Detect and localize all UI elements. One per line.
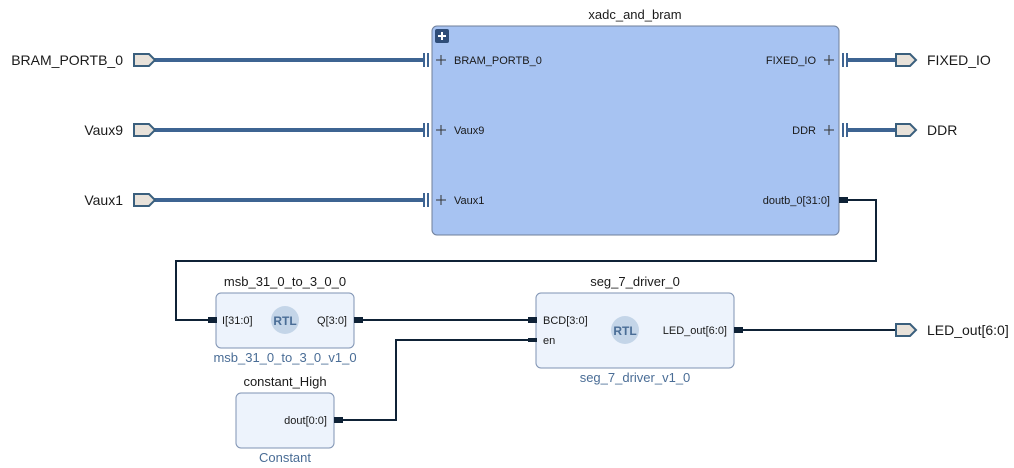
pin-label: Vaux1 xyxy=(454,195,484,207)
plus-icon xyxy=(436,195,446,205)
pin-stub xyxy=(839,197,848,203)
net-doutb-to-msb[interactable] xyxy=(175,199,877,321)
block-subtitle: Constant xyxy=(259,450,311,465)
pin-stub xyxy=(528,338,537,342)
interface-pin-ddr[interactable]: DDR xyxy=(792,123,848,137)
plus-icon xyxy=(436,55,446,65)
block-subtitle: msb_31_0_to_3_0_v1_0 xyxy=(213,350,356,365)
pin-label: Vaux9 xyxy=(454,125,484,137)
external-port-label: LED_out[6:0] xyxy=(927,322,1009,338)
pin-label: doutb_0[31:0] xyxy=(763,195,830,207)
pin-q[interactable]: Q[3:0] xyxy=(317,315,363,327)
rtl-badge-icon: RTL xyxy=(271,306,299,334)
block-title: msb_31_0_to_3_0_0 xyxy=(224,274,346,289)
rtl-badge-icon: RTL xyxy=(611,316,639,344)
plus-icon xyxy=(436,125,446,135)
port-arrow-icon xyxy=(895,123,918,137)
interface-pin-bram-portb[interactable]: BRAM_PORTB_0 xyxy=(423,53,542,67)
block-xadc-and-bram[interactable]: xadc_and_bram BRAM_PORTB_0 Vaux9 Vaux1 xyxy=(423,7,848,236)
pin-label: en xyxy=(543,335,555,347)
block-title: xadc_and_bram xyxy=(588,7,681,22)
block-title: seg_7_driver_0 xyxy=(590,274,680,289)
connections xyxy=(152,58,896,421)
external-port-label: BRAM_PORTB_0 xyxy=(11,52,123,68)
pin-label: Q[3:0] xyxy=(317,315,347,327)
block-title: constant_High xyxy=(243,374,326,389)
block-constant-high[interactable]: constant_High dout[0:0] Constant xyxy=(235,374,343,465)
port-arrow-icon xyxy=(133,193,157,207)
pin-label: LED_out[6:0] xyxy=(663,325,727,337)
rtl-badge-label: RTL xyxy=(613,324,636,338)
external-port-bram-portb[interactable]: BRAM_PORTB_0 xyxy=(11,52,157,68)
pin-label: I[31:0] xyxy=(222,315,253,327)
pin-i[interactable]: I[31:0] xyxy=(208,315,253,327)
pin-label: BCD[3:0] xyxy=(543,315,588,327)
external-port-ddr[interactable]: DDR xyxy=(895,122,957,138)
pin-label: FIXED_IO xyxy=(766,55,817,67)
external-port-vaux1[interactable]: Vaux1 xyxy=(84,192,157,208)
pin-label: DDR xyxy=(792,125,816,137)
port-arrow-icon xyxy=(133,123,157,137)
block-body[interactable] xyxy=(431,25,840,236)
external-port-fixed-io[interactable]: FIXED_IO xyxy=(895,52,991,68)
block-msb-31-0-to-3-0[interactable]: msb_31_0_to_3_0_0 RTL I[31:0] Q[3:0] msb… xyxy=(208,274,363,365)
external-port-led-out[interactable]: LED_out[6:0] xyxy=(895,322,1009,338)
external-port-label: Vaux9 xyxy=(84,122,123,138)
plus-icon xyxy=(824,125,834,135)
external-port-label: Vaux1 xyxy=(84,192,123,208)
rtl-badge-label: RTL xyxy=(273,314,296,328)
pin-stub xyxy=(528,317,537,323)
pin-label: BRAM_PORTB_0 xyxy=(454,55,542,67)
expand-button[interactable] xyxy=(435,29,449,43)
external-port-vaux9[interactable]: Vaux9 xyxy=(84,122,157,138)
pin-stub xyxy=(334,417,343,423)
port-arrow-icon xyxy=(895,323,918,337)
pin-doutb[interactable]: doutb_0[31:0] xyxy=(763,195,848,207)
block-seg-7-driver[interactable]: seg_7_driver_0 RTL BCD[3:0] en LED_out[6… xyxy=(528,274,743,385)
pin-stub xyxy=(734,327,743,333)
pin-dout[interactable]: dout[0:0] xyxy=(284,415,343,427)
pin-bcd[interactable]: BCD[3:0] xyxy=(528,315,588,327)
pin-stub xyxy=(354,317,363,323)
interface-pin-vaux1[interactable]: Vaux1 xyxy=(423,193,484,207)
block-subtitle: seg_7_driver_v1_0 xyxy=(580,370,691,385)
port-arrow-icon xyxy=(895,53,918,67)
external-port-label: DDR xyxy=(927,122,957,138)
pin-led-out[interactable]: LED_out[6:0] xyxy=(663,325,743,337)
pin-label: dout[0:0] xyxy=(284,415,327,427)
net-dout-to-en[interactable] xyxy=(341,339,531,421)
interface-pin-fixed-io[interactable]: FIXED_IO xyxy=(766,53,848,67)
pin-stub xyxy=(208,317,217,323)
external-port-label: FIXED_IO xyxy=(927,52,991,68)
pin-en[interactable]: en xyxy=(528,335,555,347)
port-arrow-icon xyxy=(133,53,157,67)
plus-icon xyxy=(824,55,834,65)
interface-pin-vaux9[interactable]: Vaux9 xyxy=(423,123,484,137)
